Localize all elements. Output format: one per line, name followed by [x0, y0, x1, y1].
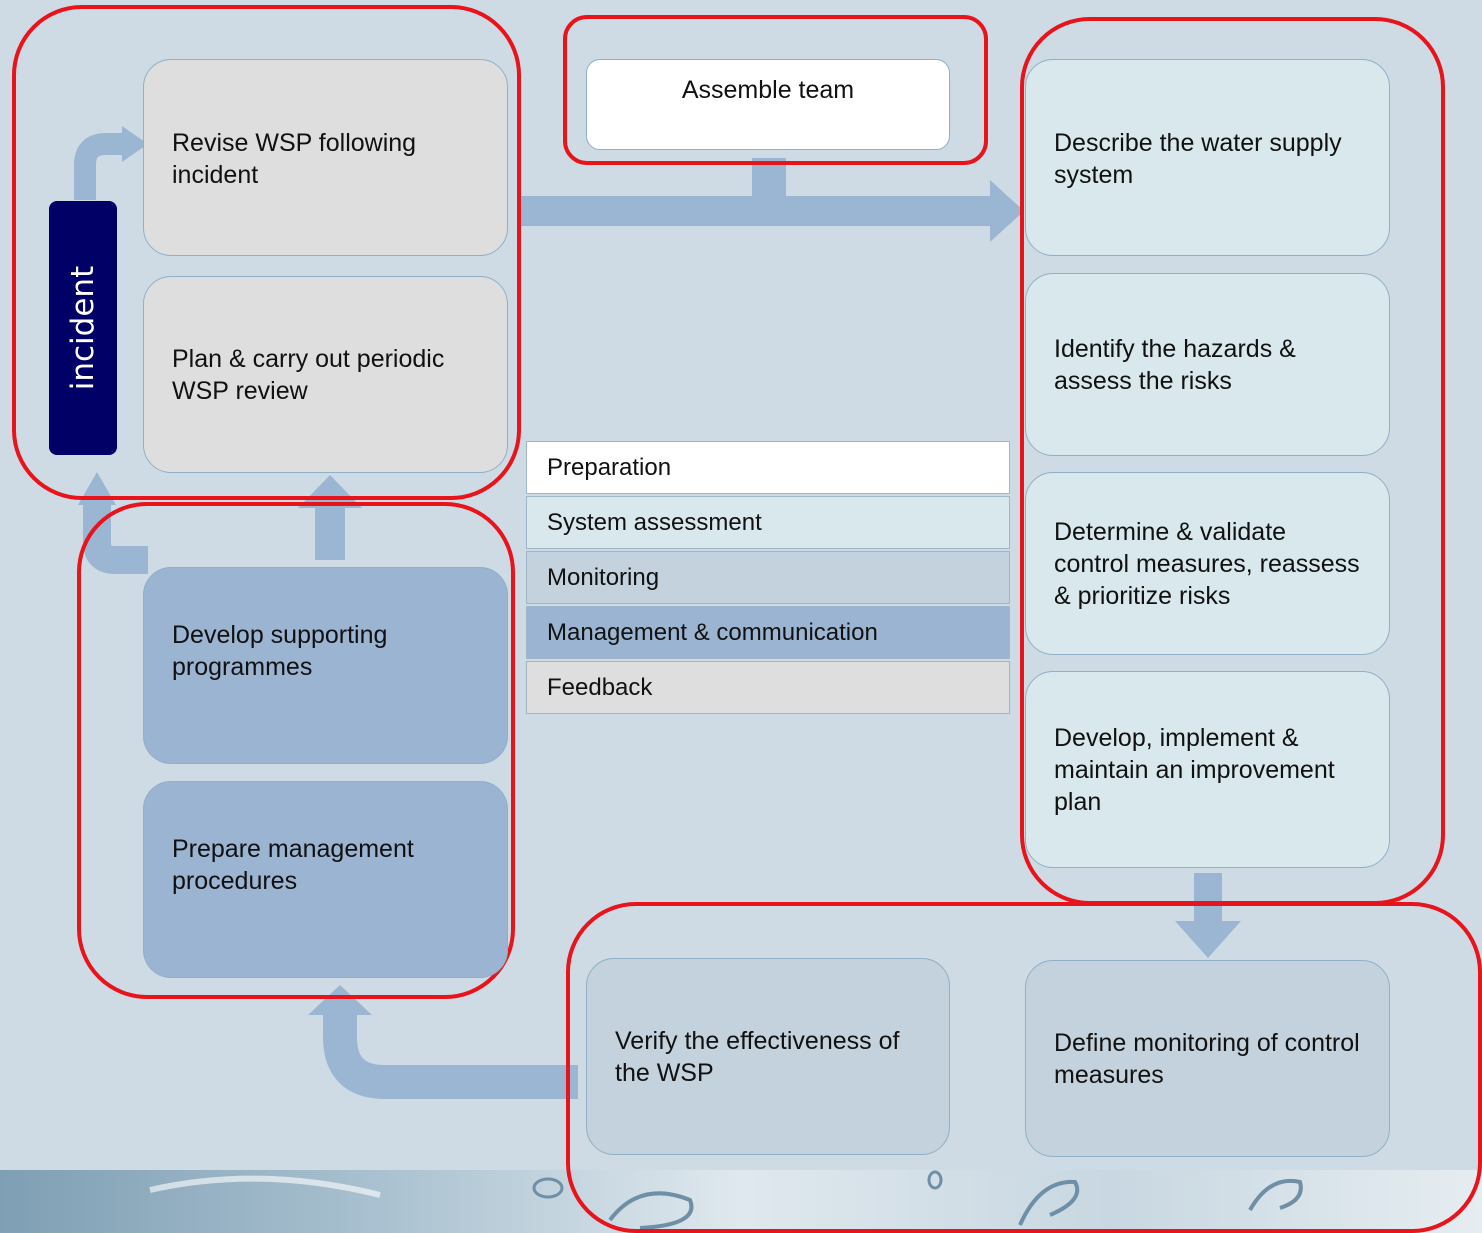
incident-label: incident	[65, 265, 101, 391]
water-background-strip	[0, 1170, 1482, 1233]
management-procedures-box: Prepare management procedures	[143, 781, 508, 978]
assemble-team-box: Assemble team	[586, 59, 950, 150]
supporting-programmes-label: Develop supporting programmes	[172, 621, 388, 681]
legend-item-system-assessment: System assessment	[526, 496, 1010, 549]
arrow-to-describe-system	[518, 158, 1024, 242]
arrow-to-define-monitoring	[1175, 873, 1241, 958]
revise-wsp-box: Revise WSP following incident	[143, 59, 508, 256]
arrow-incident-to-revise	[74, 126, 148, 200]
legend-item-management: Management & communication	[526, 606, 1010, 659]
improvement-plan-label: Develop, implement & maintain an improve…	[1054, 723, 1335, 816]
periodic-review-box: Plan & carry out periodic WSP review	[143, 276, 508, 473]
feedback-group-outline	[12, 5, 521, 500]
legend-label: Monitoring	[547, 563, 660, 591]
define-monitoring-label: Define monitoring of control measures	[1054, 1028, 1360, 1089]
legend-label: System assessment	[547, 508, 762, 536]
management-group-outline	[77, 502, 515, 999]
legend-item-monitoring: Monitoring	[526, 551, 1010, 604]
legend-label: Management & communication	[547, 618, 878, 646]
revise-wsp-label: Revise WSP following incident	[172, 129, 417, 189]
verify-box: Verify the effectiveness of the WSP	[586, 958, 950, 1155]
control-measures-label: Determine & validate control measures, r…	[1054, 517, 1360, 610]
legend: Preparation System assessment Monitoring…	[526, 441, 1010, 716]
improvement-plan-box: Develop, implement & maintain an improve…	[1025, 671, 1390, 868]
legend-item-preparation: Preparation	[526, 441, 1010, 494]
identify-hazards-label: Identify the hazards & assess the risks	[1054, 334, 1296, 395]
verify-label: Verify the effectiveness of the WSP	[615, 1026, 900, 1087]
assemble-team-label: Assemble team	[681, 76, 855, 104]
management-procedures-label: Prepare management procedures	[172, 835, 414, 895]
legend-label: Feedback	[547, 673, 653, 701]
legend-item-feedback: Feedback	[526, 661, 1010, 714]
arrow-verify-to-management	[308, 985, 578, 1099]
legend-label: Preparation	[547, 453, 672, 481]
supporting-programmes-box: Develop supporting programmes	[143, 567, 508, 764]
periodic-review-label: Plan & carry out periodic WSP review	[172, 344, 445, 405]
monitoring-group-outline	[566, 902, 1482, 1233]
preparation-group-outline	[563, 15, 988, 165]
identify-hazards-box: Identify the hazards & assess the risks	[1025, 273, 1390, 456]
describe-system-box: Describe the water supply system	[1025, 59, 1390, 256]
define-monitoring-box: Define monitoring of control measures	[1025, 960, 1390, 1157]
describe-system-label: Describe the water supply system	[1054, 129, 1342, 189]
incident-bar: incident	[49, 201, 117, 455]
control-measures-box: Determine & validate control measures, r…	[1025, 472, 1390, 655]
